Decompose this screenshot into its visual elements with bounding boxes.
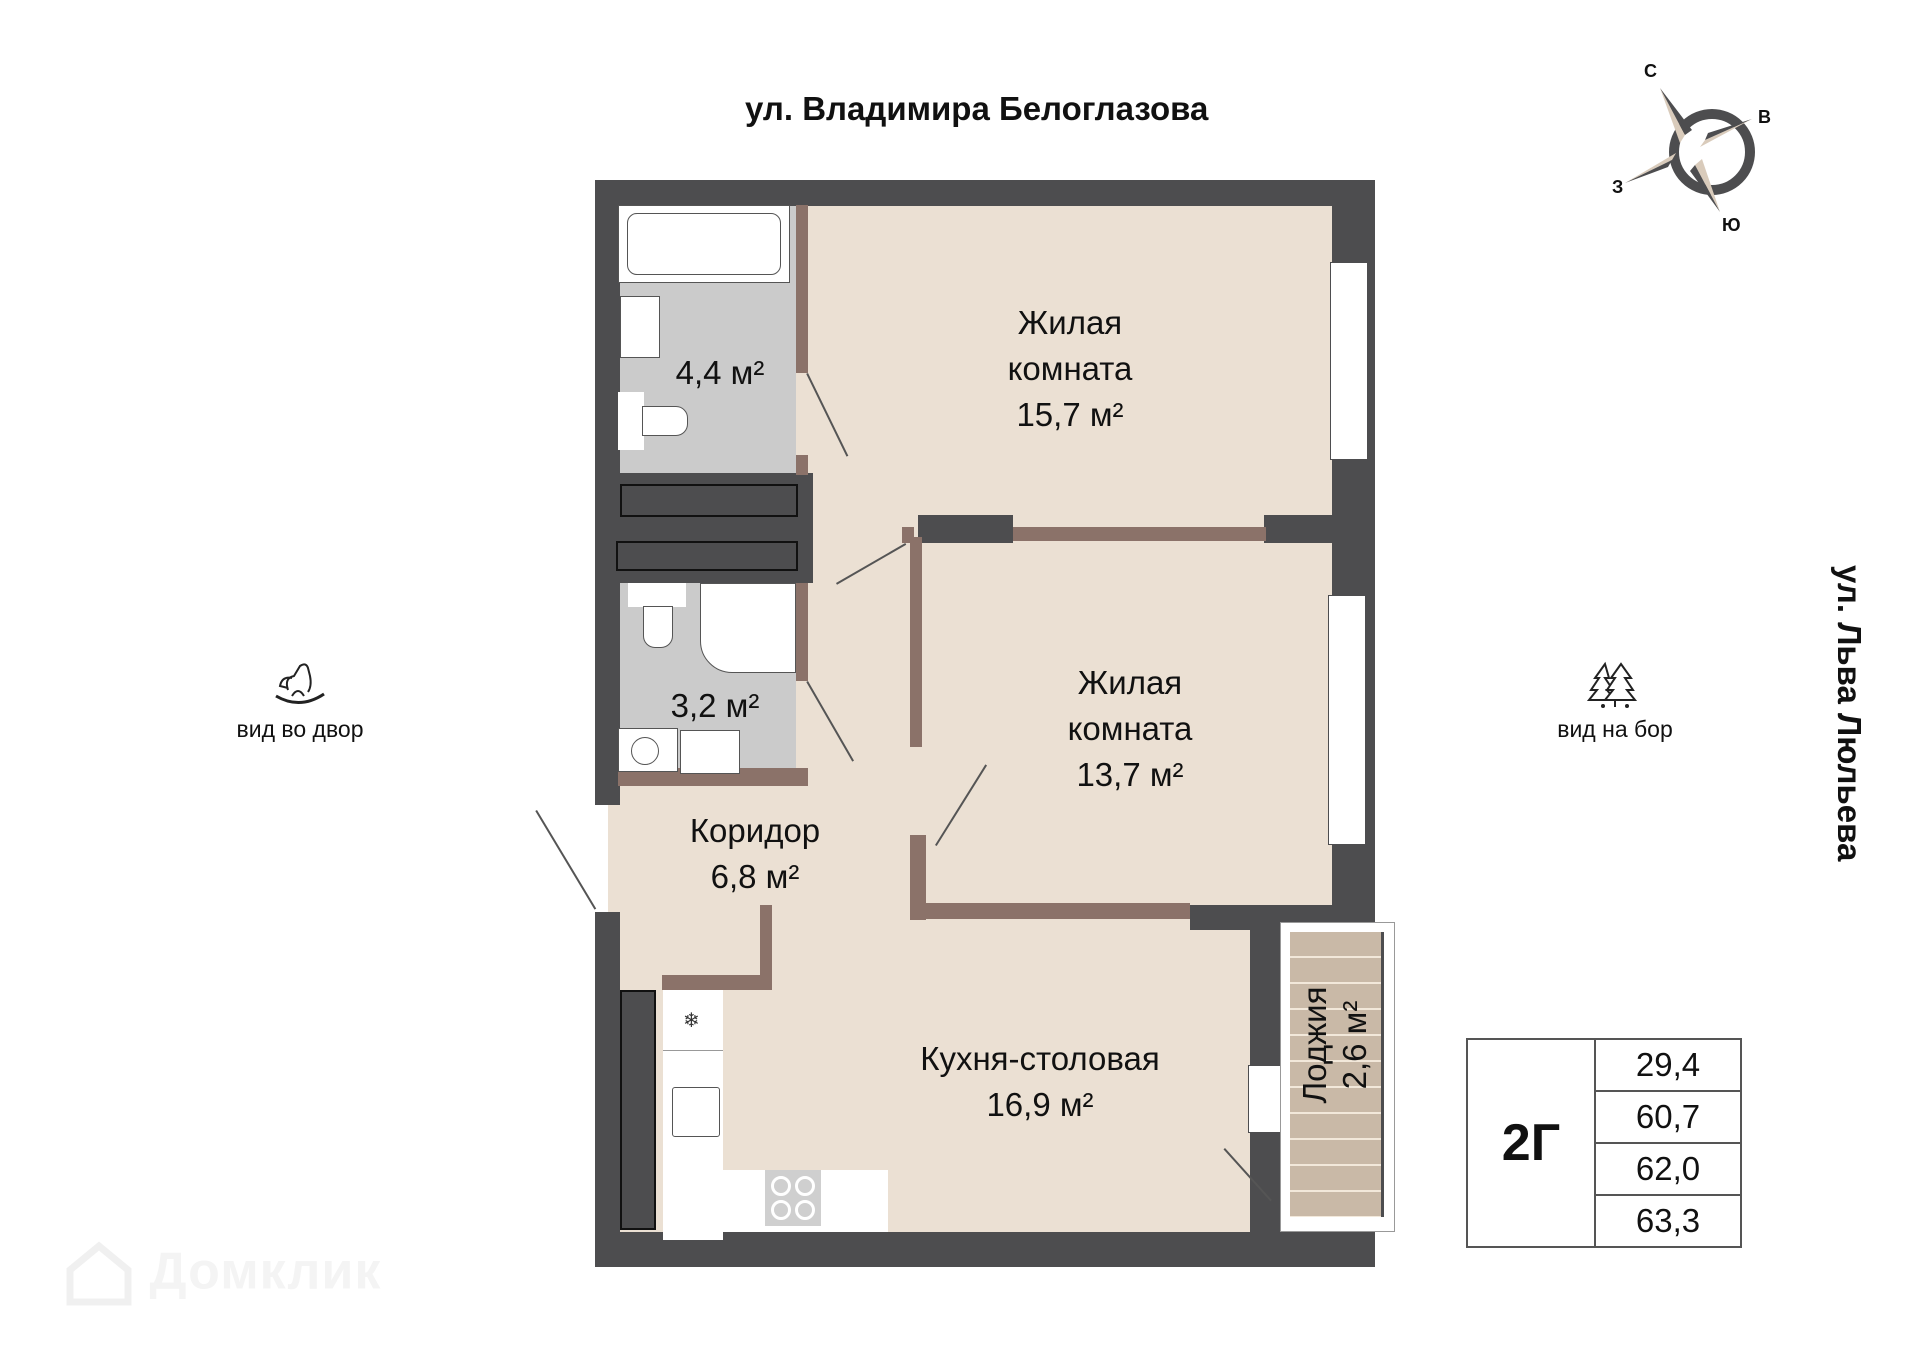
spec-value-2: 60,7 [1594,1090,1742,1144]
watermark-text: Домклик [149,1242,382,1301]
apartment-spec-table: 2Г 29,4 60,7 62,0 63,3 [1466,1038,1742,1248]
cooktop [765,1170,821,1226]
living-room-1-label: Жилая комната 15,7 м² [1007,304,1133,433]
washbasin-1 [620,296,660,358]
washing-machine [618,728,678,772]
rocking-horse-icon [275,663,325,704]
street-label-top: ул. Владимира Белоглазова [745,90,1209,127]
pine-trees-icon [1586,661,1638,708]
domclick-watermark: Домклик [64,1240,381,1310]
toilet-1-tank [618,392,644,450]
cabinet-1 [620,484,798,517]
compass-south: Ю [1722,215,1741,235]
view-forest-label: вид на бор [1557,716,1673,742]
living-room-2-label: Жилая комната 13,7 м² [1067,664,1193,793]
kitchen-label: Кухня-столовая 16,9 м² [920,1040,1160,1123]
inner-wall-block-2 [1264,515,1374,543]
compass-west: З [1612,177,1624,197]
cabinet-2 [616,541,798,571]
street-label-right: ул. Льва Люльева [1831,565,1868,862]
spec-value-4: 63,3 [1594,1194,1742,1248]
partition-bath1-stub [796,455,808,475]
partition-bath1 [796,205,808,373]
window-room1 [1330,262,1368,460]
apartment-type: 2Г [1466,1038,1596,1248]
shaft-block [618,473,813,583]
view-courtyard-label: вид во двор [236,716,364,742]
washbasin-2 [680,730,740,774]
toilet-2-tank [628,583,686,607]
view-courtyard: вид во двор [200,660,400,743]
loggia-floor [1290,932,1384,1217]
corridor-label: Коридор 6,8 м² [689,812,821,895]
partition-rooms [1013,527,1266,541]
spec-value-3: 62,0 [1594,1142,1742,1196]
view-forest: вид на бор [1525,660,1705,743]
partition-corridor-bottom [662,975,772,990]
inner-wall-block-1 [918,515,1013,543]
bathtub [618,205,790,283]
loggia-label: Лоджия 2,6 м² [1296,986,1373,1104]
compass-icon [1625,88,1755,212]
outer-wall-top [595,180,1375,206]
outer-wall-left-upper [595,180,620,805]
domclick-logo-icon [66,1241,132,1306]
toilet-2 [643,606,673,648]
outer-wall-bottom [595,1232,1375,1267]
bathroom-2-area: 3,2 м² [670,687,760,724]
partition-room2-left [910,537,922,747]
compass-north: С [1644,61,1657,81]
outer-wall-left-lower [595,912,620,1267]
wardrobe [620,990,656,1230]
toilet-1 [642,406,688,436]
shower-tray [700,583,796,673]
door-swing-entrance [535,810,597,910]
compass-rose: С В Ю З [1610,55,1830,245]
spec-value-1: 29,4 [1594,1038,1742,1092]
partition-bath2-bottom [618,768,808,786]
window-room2 [1328,595,1366,845]
kitchen-sink [672,1087,720,1137]
counter-divider [663,1050,723,1051]
partition-bath2 [796,583,808,681]
partition-corridor [760,905,772,990]
compass-east: В [1758,107,1771,127]
fridge-snowflake-icon: ❄ [683,1010,700,1032]
bathroom-1-area: 4,4 м² [675,354,765,391]
partition-room2-left-lower [910,835,926,920]
partition-room2-bottom [910,903,1190,919]
